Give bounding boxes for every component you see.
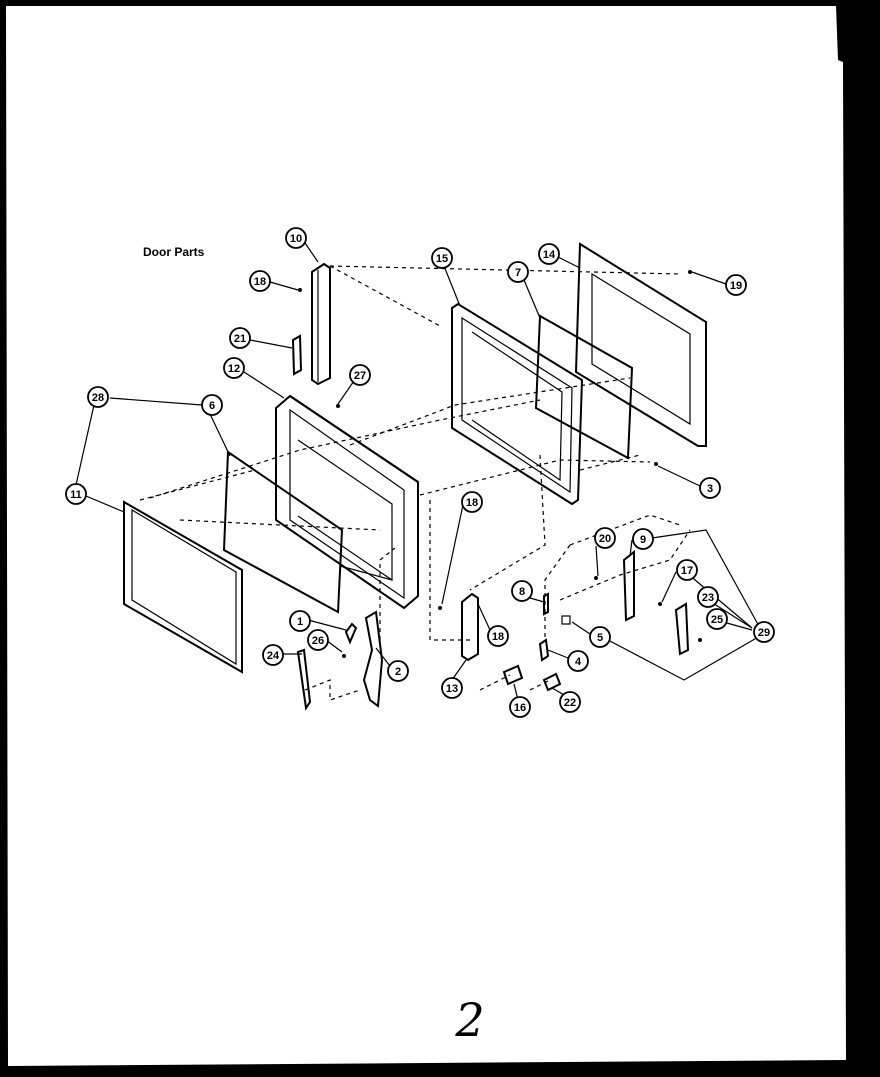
part-22-switch	[542, 672, 562, 692]
svg-text:24: 24	[267, 650, 280, 662]
part-18-screw-a	[298, 288, 302, 292]
svg-text:28: 28	[92, 392, 104, 404]
page-number: 2	[454, 993, 484, 1047]
part-7-inner-glass	[534, 314, 634, 460]
part-12-door-frame	[275, 394, 419, 610]
part-8-clip	[543, 592, 549, 616]
part-24-rod	[296, 648, 312, 711]
part-1-pin	[344, 622, 358, 645]
svg-text:18: 18	[466, 497, 478, 509]
svg-text:6: 6	[209, 400, 215, 412]
part-11-outer-door-panel	[123, 500, 243, 674]
part-10-upper-hinge	[311, 262, 331, 386]
svg-text:16: 16	[514, 702, 526, 714]
callout-16: 16	[509, 696, 531, 718]
callout-13: 13	[441, 677, 463, 699]
part-27-screw	[336, 404, 340, 408]
svg-text:22: 22	[564, 697, 576, 709]
callout-21: 21	[229, 327, 251, 349]
leader-lines	[75, 239, 761, 701]
part-16-switch	[502, 664, 524, 686]
callout-3: 3	[699, 477, 721, 499]
svg-text:7: 7	[515, 267, 521, 279]
svg-text:25: 25	[711, 614, 723, 626]
part-23-latch-arm	[674, 602, 690, 656]
part-6-glass-panel	[222, 450, 344, 614]
callout-14: 14	[538, 243, 560, 265]
part-5-block	[561, 615, 571, 625]
callout-29: 29	[753, 621, 775, 643]
svg-text:21: 21	[234, 333, 246, 345]
svg-text:27: 27	[354, 370, 366, 382]
callout-bubbles: 10 18 21 12 27 28 6 11 15 7 14 19 3 18 1…	[65, 227, 775, 718]
callout-11: 11	[65, 483, 87, 505]
svg-text:12: 12	[228, 363, 240, 375]
svg-text:10: 10	[290, 233, 302, 245]
part-15-inner-frame	[451, 302, 584, 506]
part-3-screw	[654, 462, 658, 466]
callout-22: 22	[559, 691, 581, 713]
assembly-dashed-lines	[139, 265, 691, 701]
callout-23: 23	[697, 586, 719, 608]
callout-12: 12	[223, 357, 245, 379]
svg-text:5: 5	[597, 632, 603, 644]
svg-text:19: 19	[730, 280, 742, 292]
part-2-hook-lever	[362, 610, 384, 708]
svg-text:9: 9	[640, 534, 646, 546]
svg-text:2: 2	[395, 666, 401, 678]
part-21-strip	[291, 334, 303, 376]
callout-17: 17	[676, 559, 698, 581]
callout-26: 26	[307, 629, 329, 651]
svg-text:17: 17	[681, 565, 693, 577]
paper-background	[6, 6, 846, 1066]
callout-28: 28	[87, 386, 109, 408]
callout-7: 7	[507, 261, 529, 283]
svg-text:18: 18	[492, 631, 504, 643]
diagram-title: Door Parts	[143, 245, 205, 259]
callout-18-low: 18	[487, 625, 509, 647]
part-19-screw	[688, 270, 692, 274]
callout-20: 20	[594, 527, 616, 549]
callout-4: 4	[567, 650, 589, 672]
callout-24: 24	[262, 644, 284, 666]
svg-text:13: 13	[446, 683, 458, 695]
svg-text:20: 20	[599, 533, 611, 545]
part-18-screw-b	[438, 606, 442, 610]
svg-text:26: 26	[312, 635, 324, 647]
callout-5: 5	[589, 626, 611, 648]
callout-27: 27	[349, 364, 371, 386]
callout-1: 1	[289, 610, 311, 632]
part-17-screw	[658, 602, 662, 606]
svg-text:8: 8	[519, 586, 525, 598]
callout-25: 25	[706, 608, 728, 630]
callout-18-mid: 18	[461, 491, 483, 513]
svg-text:15: 15	[436, 253, 448, 265]
svg-text:29: 29	[758, 627, 770, 639]
callout-6: 6	[201, 394, 223, 416]
svg-text:23: 23	[702, 592, 714, 604]
callout-9: 9	[632, 528, 654, 550]
svg-text:4: 4	[575, 656, 582, 668]
part-26-screw	[342, 654, 346, 658]
callout-19: 19	[725, 274, 747, 296]
svg-text:14: 14	[543, 249, 556, 261]
callout-18-top: 18	[249, 270, 271, 292]
part-13-latch-bracket	[461, 592, 479, 662]
part-25-screw	[698, 638, 702, 642]
part-14-rear-panel	[574, 242, 707, 447]
svg-text:3: 3	[707, 483, 713, 495]
svg-text:11: 11	[70, 489, 82, 501]
svg-text:1: 1	[297, 616, 303, 628]
callout-2: 2	[387, 660, 409, 682]
callout-8: 8	[511, 580, 533, 602]
callout-15: 15	[431, 247, 453, 269]
svg-text:18: 18	[254, 276, 266, 288]
callout-10: 10	[285, 227, 307, 249]
part-20-screw	[594, 576, 598, 580]
part-4-spring	[538, 638, 550, 662]
